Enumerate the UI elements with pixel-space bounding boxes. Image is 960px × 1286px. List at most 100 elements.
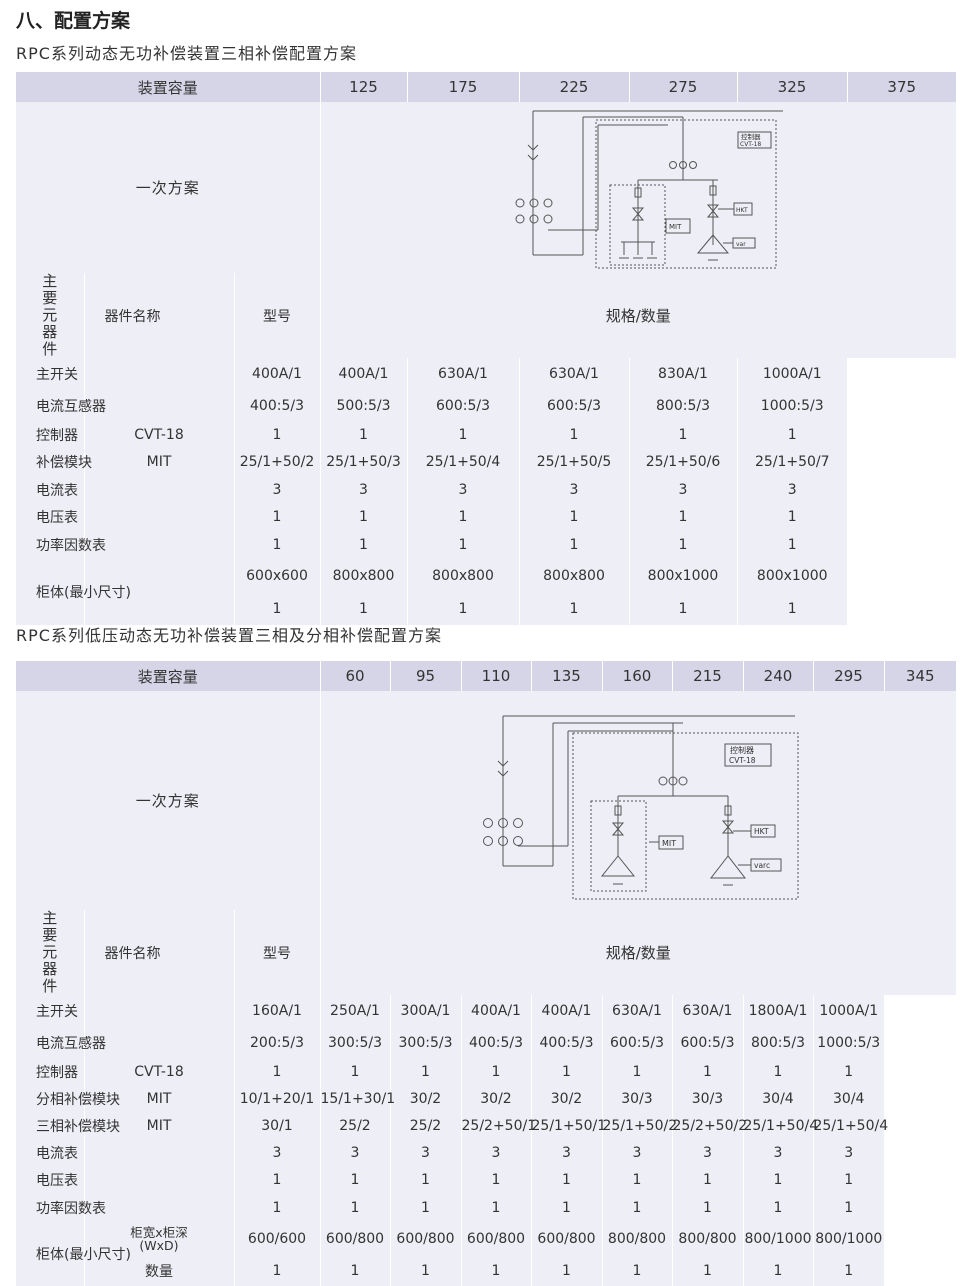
table-cell: 1 [736, 422, 847, 448]
table-cell: 1 [601, 1059, 672, 1085]
table-cell: 3 [671, 1139, 743, 1166]
table-cell: 1 [319, 593, 407, 625]
table-cell: 1 [389, 1166, 461, 1194]
component-name: 主开关 [16, 358, 84, 390]
component-model [83, 1166, 234, 1194]
capacity-cell: 215 [671, 661, 743, 691]
component-model: MIT [83, 1085, 234, 1112]
table-cell: 30/2 [530, 1085, 602, 1112]
diagram-var-text: var [736, 241, 746, 248]
table1-col-header-row: 主要元器件 器件名称 型号 规格/数量 [16, 273, 956, 358]
table-cell: 25/1+50/4 [406, 448, 519, 476]
table-cell: 1 [233, 1059, 320, 1085]
diagram-controller-text: 控制器 [741, 132, 761, 141]
table-cell: 1 [389, 1059, 461, 1085]
table-cell: 630A/1 [601, 995, 672, 1027]
table1-scheme-row: 一次方案 [16, 102, 956, 273]
table-cell: 1 [233, 422, 320, 448]
table-cell: 1 [530, 1256, 602, 1286]
component-model [83, 476, 234, 503]
table-cell: 600/600 [233, 1222, 320, 1256]
table-cell: 1000A/1 [736, 358, 847, 390]
table-cell: 1 [406, 593, 519, 625]
group-label: 主要元器件 [16, 273, 85, 358]
header-label: 装置容量 [16, 72, 320, 102]
table-cell: 1 [233, 531, 320, 559]
table1: 装置容量 125 175 225 275 325 375 一次方案 [16, 72, 956, 625]
table-cell: 1 [389, 1256, 461, 1286]
col-spec-header: 规格/数量 [319, 910, 956, 995]
table-cell: 1 [319, 531, 407, 559]
table-cell: 3 [233, 476, 320, 503]
col-model-header: 型号 [233, 910, 320, 995]
scheme-label: 一次方案 [16, 691, 320, 910]
table-cell: 30/2 [389, 1085, 461, 1112]
table-cell: 630A/1 [671, 995, 743, 1027]
component-model [83, 1139, 234, 1166]
table-cell: 1 [319, 1059, 390, 1085]
diagram-varc-text: varc [754, 861, 770, 870]
table-cell: 25/1+50/1 [530, 1112, 606, 1139]
capacity-cell: 175 [406, 72, 519, 102]
table-cell: 1 [319, 1166, 390, 1194]
table-cell: 630A/1 [406, 358, 519, 390]
table-cell: 800/1000 [812, 1222, 884, 1256]
table-cell: 1 [460, 1194, 531, 1222]
table-cell: 1 [518, 422, 629, 448]
table-cell: 1 [406, 503, 519, 531]
single-line-diagram-2: 控制器 CVT-18 MIT HKT varc [483, 715, 799, 899]
table-cell: 25/2+50/1 [460, 1112, 536, 1139]
table-cell: 1 [812, 1256, 884, 1286]
col-name-header: 器件名称 [84, 910, 234, 995]
table-cell: 1000:5/3 [812, 1027, 884, 1059]
table-cell: 300:5/3 [389, 1027, 461, 1059]
component-model [83, 358, 234, 390]
table1-title: RPC系列动态无功补偿装置三相补偿配置方案 [16, 44, 357, 63]
table-cell: 600/800 [460, 1222, 531, 1256]
table-cell: 1 [233, 593, 320, 625]
table-cell: 1 [736, 531, 847, 559]
table-cell: 600/800 [319, 1222, 390, 1256]
table-cell: 25/1+50/4 [812, 1112, 888, 1139]
component-name: 控制器 [16, 422, 84, 448]
table-cell: 1 [812, 1166, 884, 1194]
table-cell: 1 [233, 1194, 320, 1222]
table-cell: 1 [319, 503, 407, 531]
table-cell: 1 [742, 1059, 813, 1085]
table-cell: 1 [389, 1194, 461, 1222]
table-cell: 25/1+50/5 [518, 448, 629, 476]
capacity-cell: 125 [319, 72, 407, 102]
component-model: CVT-18 [83, 422, 234, 448]
table2-cabinet-qty-row: 数量 1 1 1 1 1 1 1 1 1 [16, 1256, 956, 1286]
cabinet-qty-model: 数量 [83, 1256, 234, 1286]
table-cell: 3 [389, 1139, 461, 1166]
table-cell: 25/1+50/7 [736, 448, 847, 476]
table-cell: 1 [319, 1256, 390, 1286]
table-cell: 1 [460, 1256, 531, 1286]
table-cell: 15/1+30/1 [319, 1085, 395, 1112]
diagram-hkt-text: HKT [736, 207, 748, 214]
table1-cabinet-qty-row: 1 1 1 1 1 1 [16, 593, 956, 625]
table-cell: 1 [233, 1166, 320, 1194]
col-spec-header: 规格/数量 [319, 273, 956, 358]
table2: 装置容量 60 95 110 135 160 215 240 295 345 一… [16, 661, 956, 1286]
table-cell: 250A/1 [319, 995, 390, 1027]
capacity-cell: 375 [846, 72, 956, 102]
component-model [83, 1027, 234, 1059]
component-name: 功率因数表 [16, 1194, 106, 1222]
table-cell: 30/1 [233, 1112, 320, 1139]
table-cell: 1 [628, 422, 737, 448]
table2-col-header-row: 主要元器件 器件名称 型号 规格/数量 [16, 910, 956, 995]
table-cell: 1 [812, 1059, 884, 1085]
table-cell: 500:5/3 [319, 390, 407, 422]
table-cell: 1 [628, 593, 737, 625]
table-cell: 25/1+50/2 [233, 448, 320, 476]
table-cell: 3 [601, 1139, 672, 1166]
table-cell: 1800A/1 [742, 995, 813, 1027]
table-cell: 1 [460, 1059, 531, 1085]
table-cell: 1 [460, 1166, 531, 1194]
table1-cabinet-size-row: 柜体(最小尺寸) 600x600 800x800 800x800 800x800… [16, 559, 956, 625]
table-cell: 400A/1 [530, 995, 602, 1027]
